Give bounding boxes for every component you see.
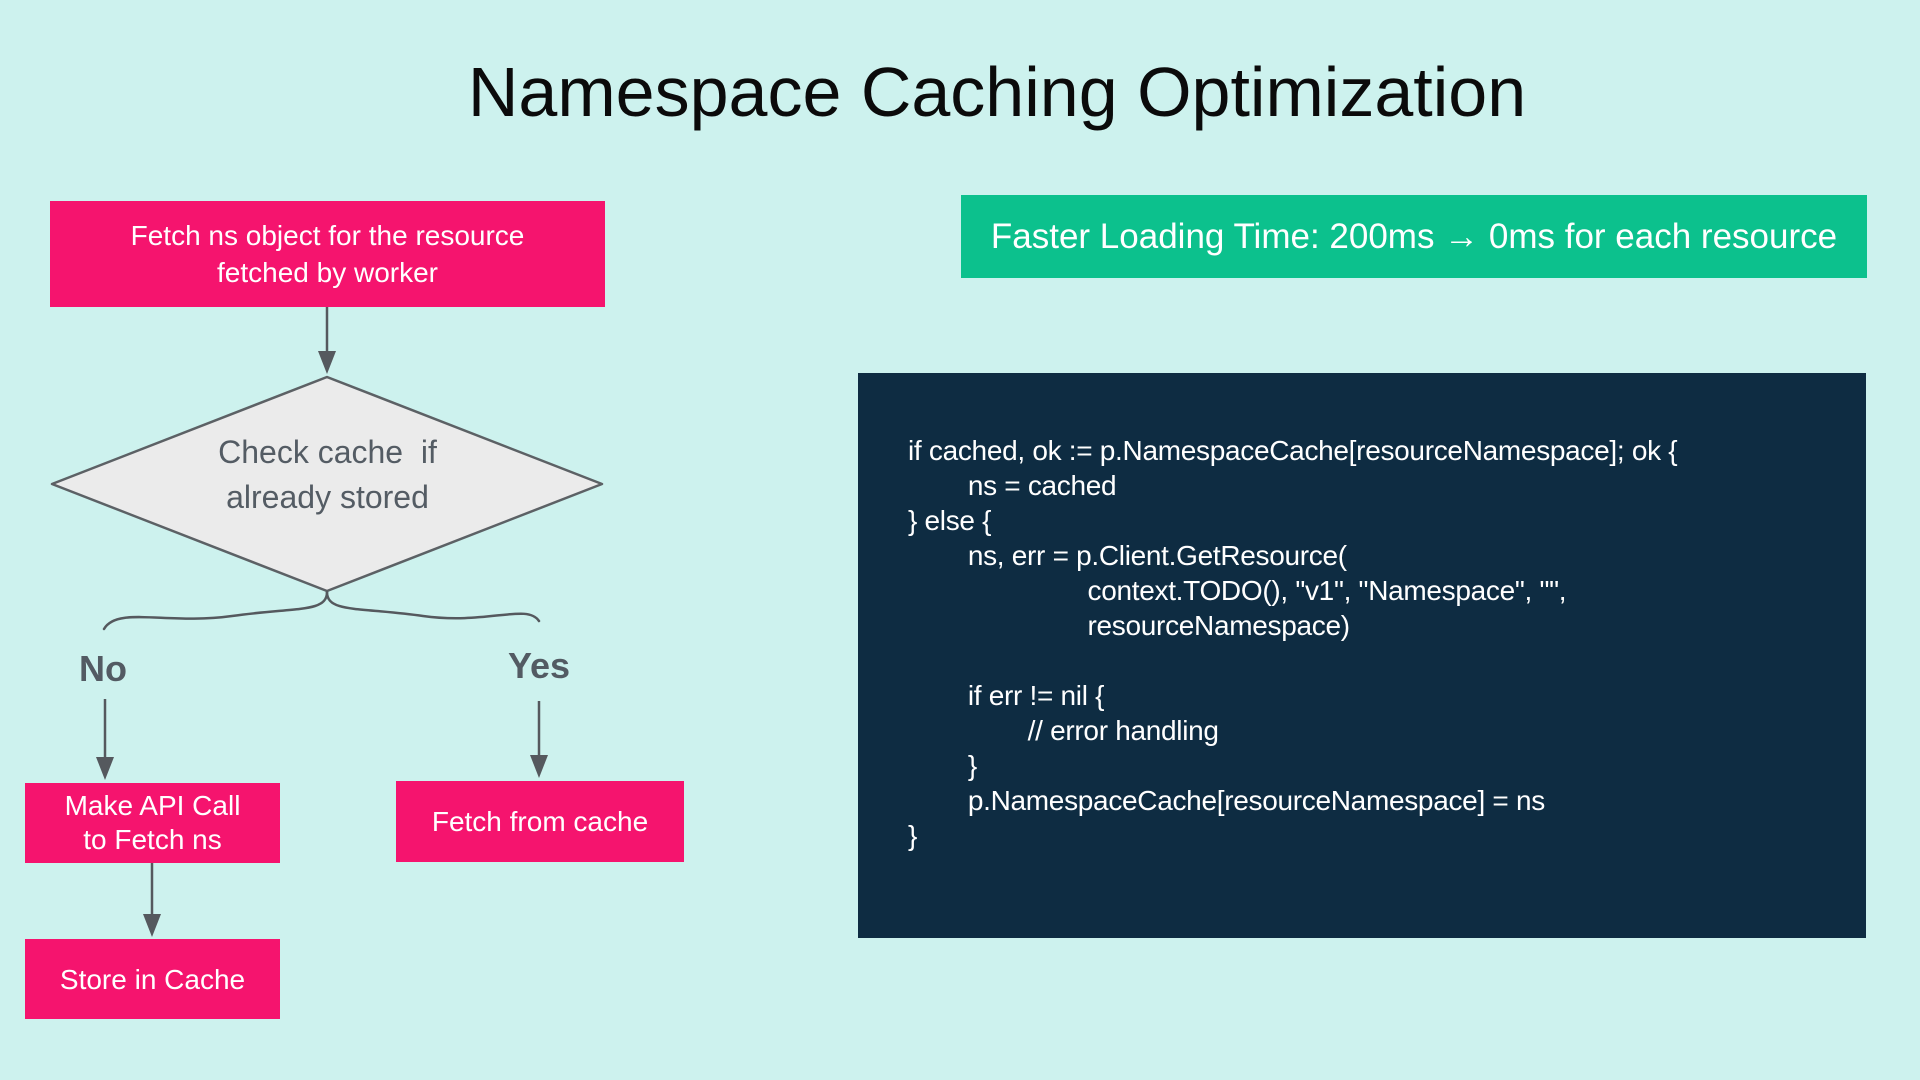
flow-node-api-line1: Make API Call bbox=[64, 790, 241, 821]
code-line: ns = cached bbox=[908, 470, 1117, 501]
code-line bbox=[908, 643, 1826, 678]
code-line: } bbox=[908, 750, 977, 781]
decision-label: Check cache if already stored bbox=[177, 430, 478, 520]
flow-node-start-line1: Fetch ns object for the resource bbox=[130, 220, 525, 251]
flow-node-fetch-from-cache: Fetch from cache bbox=[396, 781, 684, 862]
arrow-down-icon bbox=[530, 755, 548, 778]
arrow-down-icon bbox=[318, 351, 336, 374]
arrow-down-icon bbox=[96, 757, 114, 780]
code-line: } else { bbox=[908, 505, 992, 536]
connector-yes-to-fetch bbox=[530, 701, 548, 778]
page-title: Namespace Caching Optimization bbox=[467, 53, 1527, 131]
code-line: // error handling bbox=[908, 715, 1219, 746]
code-line: context.TODO(), "v1", "Namespace", "", bbox=[908, 575, 1567, 606]
flow-node-start-line2: fetched by worker bbox=[217, 257, 438, 288]
connector-api-to-store bbox=[143, 863, 161, 937]
code-line: if err != nil { bbox=[908, 680, 1105, 711]
flow-node-api-line2: to Fetch ns bbox=[83, 824, 222, 855]
decision-label-line1: Check cache if bbox=[218, 434, 437, 470]
code-snippet-block: if cached, ok := p.NamespaceCache[resour… bbox=[858, 373, 1866, 938]
code-line: resourceNamespace) bbox=[908, 610, 1351, 641]
flow-node-api-call: Make API Call to Fetch ns bbox=[25, 783, 280, 863]
arrow-down-icon bbox=[143, 914, 161, 937]
flow-node-store-cache: Store in Cache bbox=[25, 939, 280, 1019]
connector-decision-to-yes bbox=[325, 590, 541, 623]
connector-decision-to-no bbox=[102, 590, 329, 631]
code-line: p.NamespaceCache[resourceNamespace] = ns bbox=[908, 785, 1545, 816]
decision-label-line2: already stored bbox=[226, 479, 429, 515]
connector-no-to-api bbox=[96, 699, 114, 780]
connector-start-to-decision bbox=[318, 307, 336, 374]
flow-node-start: Fetch ns object for the resource fetched… bbox=[50, 201, 605, 307]
code-line: ns, err = p.Client.GetResource( bbox=[908, 540, 1347, 571]
flow-node-store-line1: Store in Cache bbox=[59, 963, 246, 995]
code-line: } bbox=[908, 820, 918, 851]
code-line: if cached, ok := p.NamespaceCache[resour… bbox=[908, 435, 1678, 466]
flow-node-fetch-line1: Fetch from cache bbox=[431, 806, 649, 837]
branch-label-yes: Yes bbox=[507, 645, 571, 686]
benefit-banner: Faster Loading Time: 200ms → 0ms for eac… bbox=[961, 195, 1867, 278]
branch-label-no: No bbox=[79, 648, 127, 689]
